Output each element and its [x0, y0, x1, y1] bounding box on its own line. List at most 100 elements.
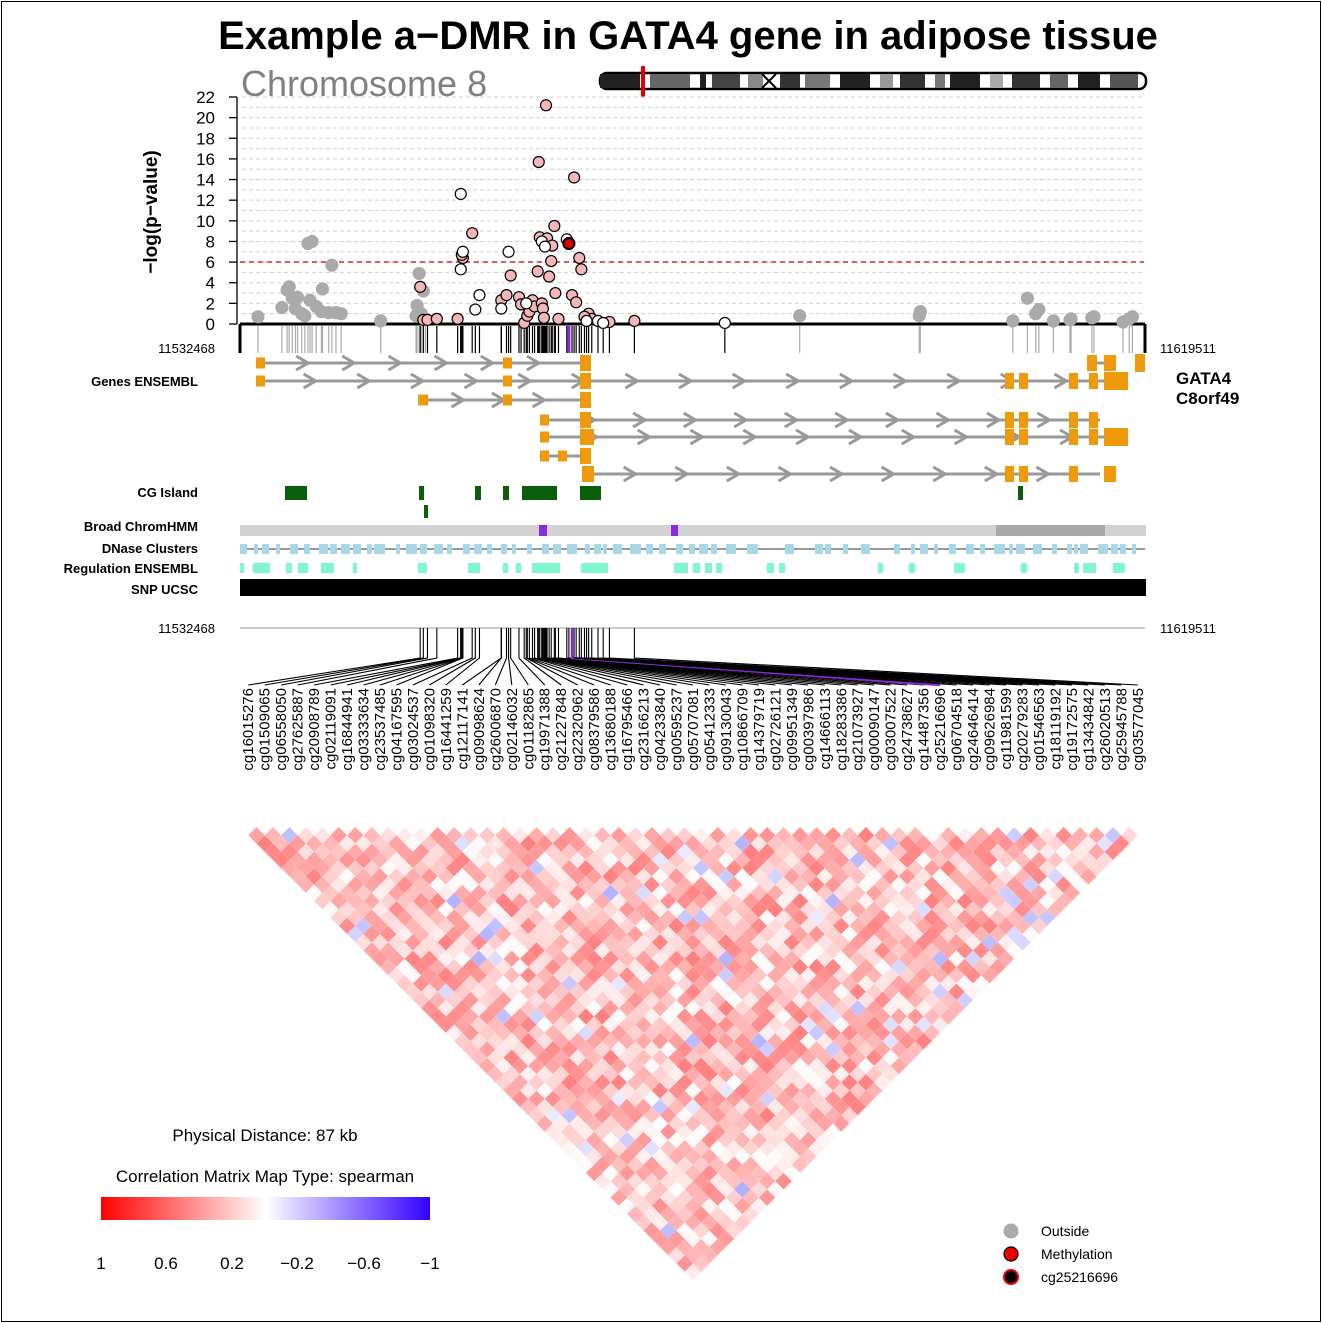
- direction-chevron: [783, 411, 800, 429]
- heatmap-cell: [915, 999, 932, 1017]
- heatmap-cell: [841, 1008, 858, 1025]
- probe-connector: [597, 628, 1089, 686]
- direction-chevron: [531, 391, 548, 409]
- heatmap-cell: [445, 909, 463, 926]
- heatmap-cell: [701, 967, 718, 984]
- heatmap-cell: [478, 892, 496, 910]
- probe-label: cg26006870: [487, 688, 504, 771]
- dnase-cluster: [434, 544, 443, 554]
- regulation-feature: [1113, 563, 1125, 573]
- heatmap-cell: [775, 1139, 792, 1157]
- probe-connector: [281, 628, 429, 686]
- heatmap-cell: [800, 917, 817, 935]
- probe-label: cg04233840: [652, 688, 669, 771]
- probe-label: cg06558050: [273, 688, 290, 771]
- dnase-cluster: [1098, 544, 1108, 554]
- heatmap-cell: [380, 827, 397, 844]
- heatmap-cell: [528, 1057, 545, 1075]
- heatmap-cell: [1055, 876, 1072, 893]
- heatmap-cell: [989, 958, 1006, 976]
- heatmap-cell: [618, 934, 636, 951]
- heatmap-cell: [701, 1247, 718, 1264]
- heatmap-cell: [503, 868, 521, 885]
- heatmap-cell: [487, 999, 504, 1017]
- heatmap-cell: [857, 892, 875, 910]
- heatmap-cell: [734, 1164, 751, 1182]
- heatmap-cell: [1014, 835, 1031, 852]
- heatmap-cell: [676, 843, 693, 860]
- heatmap-cell: [931, 868, 949, 885]
- heatmap-cell: [783, 868, 801, 885]
- data-point-methylation: [567, 171, 581, 184]
- heatmap-cell: [816, 1016, 834, 1033]
- probe-label: cg22320962: [570, 688, 587, 771]
- regulation-feature: [353, 563, 357, 573]
- regulation-feature: [532, 563, 560, 573]
- heatmap-cell: [561, 975, 578, 992]
- heatmap-cell: [520, 901, 537, 918]
- heatmap-cell: [322, 901, 339, 918]
- heatmap-cell: [767, 917, 784, 935]
- direction-chevron: [479, 354, 496, 372]
- heatmap-cell: [520, 884, 537, 902]
- heatmap-cell: [775, 1074, 792, 1091]
- heatmap-cell: [602, 1115, 619, 1132]
- regulation-feature: [581, 563, 608, 573]
- heatmap-cell: [412, 843, 430, 860]
- heatmap-cell: [585, 1032, 603, 1050]
- heatmap-cell: [800, 1082, 817, 1099]
- heatmap-cell: [684, 1263, 702, 1280]
- heatmap-cell: [709, 876, 726, 893]
- regulation-feature: [767, 563, 774, 573]
- heatmap-cell: [445, 892, 463, 910]
- heatmap-cell: [454, 917, 471, 935]
- heatmap-cell: [338, 868, 356, 885]
- heatmap-cell: [602, 1016, 619, 1033]
- heatmap-cell: [816, 917, 834, 935]
- probe-label: cg20908789: [306, 688, 323, 771]
- track-label-cg-island: CG Island: [137, 485, 198, 500]
- probe-connector: [591, 628, 1072, 686]
- heatmap-cell: [701, 1181, 718, 1198]
- heatmap-cell: [429, 859, 446, 877]
- heatmap-cell: [585, 1131, 603, 1149]
- heatmap-cell: [734, 1214, 751, 1231]
- heatmap-cell: [347, 827, 364, 844]
- heatmap-cell: [429, 909, 446, 926]
- heatmap-cell: [734, 1131, 751, 1149]
- heatmap-cell: [660, 909, 677, 926]
- regulation-feature: [286, 563, 292, 573]
- heatmap-cell: [380, 876, 397, 893]
- exon: [418, 394, 428, 406]
- heatmap-cell: [602, 1065, 619, 1083]
- probe-label: cg25945788: [1113, 688, 1130, 771]
- heatmap-cell: [338, 901, 356, 918]
- heatmap-cell: [841, 1024, 858, 1042]
- data-point-methylation: [466, 227, 479, 240]
- direction-chevron: [777, 465, 794, 483]
- heatmap-cell: [857, 1090, 875, 1108]
- heatmap-cell: [470, 917, 488, 935]
- heatmap-cell: [544, 975, 562, 992]
- heatmap-cell: [602, 901, 619, 918]
- heatmap-cell: [660, 1222, 677, 1239]
- heatmap-cell: [684, 1214, 702, 1231]
- heatmap-cell: [758, 975, 776, 992]
- ideogram-band: [1110, 74, 1138, 88]
- heatmap-cell: [585, 983, 603, 1000]
- heatmap-cell: [701, 884, 718, 902]
- heatmap-cell: [800, 950, 817, 968]
- heatmap-cell: [520, 1098, 537, 1116]
- heatmap-cell: [898, 999, 916, 1017]
- heatmap-cell: [898, 851, 916, 869]
- heatmap-cell: [816, 851, 834, 869]
- heatmap-cell: [800, 884, 817, 902]
- probe-label: cg00090147: [866, 688, 883, 771]
- dnase-cluster: [894, 544, 900, 554]
- heatmap-cell: [429, 827, 446, 844]
- heatmap-cell: [602, 1032, 619, 1050]
- heatmap-cell: [775, 942, 792, 959]
- heatmap-cell: [915, 917, 932, 935]
- heatmap-cell: [676, 958, 693, 976]
